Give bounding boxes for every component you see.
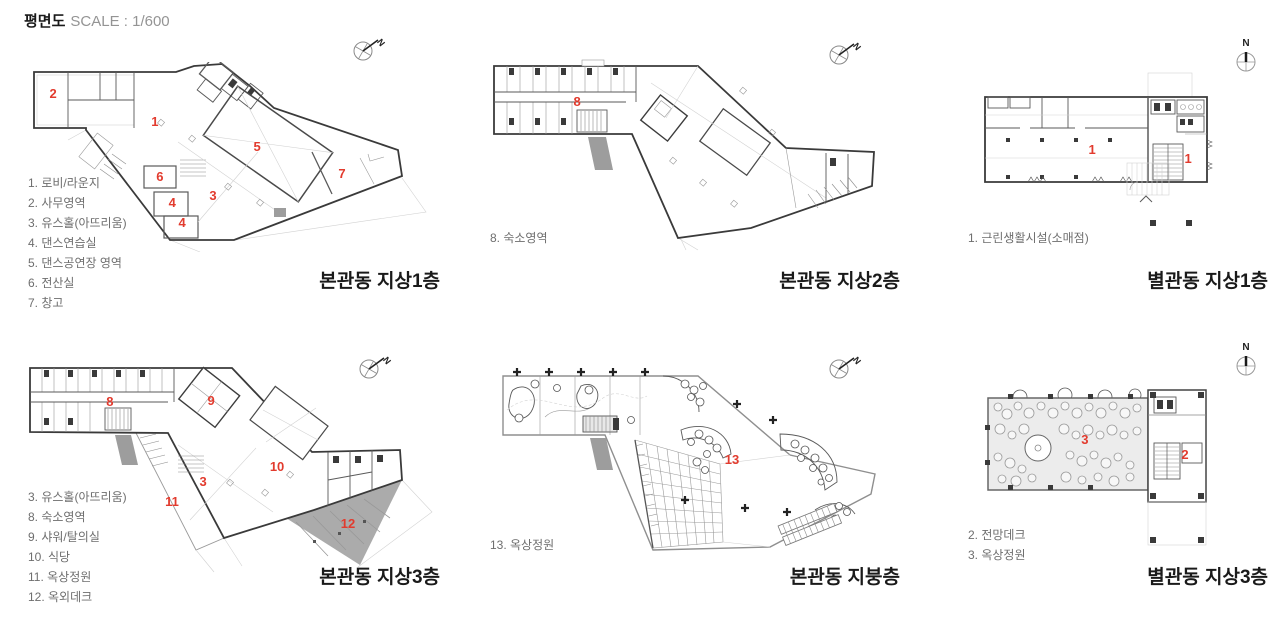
room-number-label: 1	[1184, 150, 1192, 166]
room-number-layer: 8	[486, 58, 906, 253]
plan-main-f1: N	[20, 30, 448, 310]
plan-legend: 1. 근린생활시설(소매점)	[968, 228, 1158, 248]
room-number-label: 3	[209, 187, 217, 203]
legend-item: 3. 유스홀(아뜨리움)	[28, 216, 127, 230]
north-arrow-icon: N	[1236, 342, 1256, 376]
legend-item: 11. 옥상정원	[28, 570, 92, 584]
room-number-label: 2	[49, 85, 57, 101]
room-number-label: 4	[168, 194, 176, 210]
room-number-label: 12	[340, 516, 356, 532]
north-label: N	[1242, 342, 1249, 353]
legend-item: 3. 옥상정원	[968, 548, 1026, 562]
plan-main-f3: N	[20, 338, 448, 614]
sheet-title: 평면도	[24, 13, 66, 30]
legend-item: 7. 창고	[28, 296, 64, 310]
room-number-label: 7	[338, 165, 346, 181]
plan-legend: 8. 숙소영역	[490, 228, 680, 248]
room-number-label: 11	[165, 493, 179, 509]
north-arrow-icon: N	[353, 37, 387, 61]
plan-main-roof: N	[480, 338, 908, 614]
room-number-label: 3	[1081, 432, 1089, 448]
floorplan-drawing-main-f3: 8 9 10 3 11 12	[28, 360, 448, 575]
floorplan-drawing-main-roof: 13	[485, 362, 905, 572]
room-number-layer: 13	[485, 362, 905, 572]
room-number-label: 8	[106, 393, 114, 409]
legend-item: 5. 댄스공연장 영역	[28, 256, 122, 270]
legend-item: 4. 댄스연습실	[28, 236, 97, 250]
legend-item: 8. 숙소영역	[490, 231, 548, 245]
plan-title: 본관동 지상1층	[319, 271, 440, 292]
room-number-label: 6	[156, 168, 164, 184]
legend-item: 12. 옥외데크	[28, 590, 93, 604]
legend-item: 1. 로비/라운지	[28, 176, 100, 190]
north-arrow-icon: N	[829, 41, 863, 65]
legend-item: 9. 샤워/탈의실	[28, 530, 100, 544]
legend-item: 2. 사무영역	[28, 196, 86, 210]
room-number-label: 1	[151, 114, 159, 130]
north-arrow-icon: N	[829, 355, 863, 379]
north-arrow-icon: N	[1236, 38, 1256, 72]
legend-item: 2. 전망데크	[968, 528, 1026, 542]
legend-item: 1. 근린생활시설(소매점)	[968, 231, 1089, 245]
plan-title: 본관동 지상2층	[779, 271, 900, 292]
plan-legend: 2. 전망데크 3. 옥상정원	[968, 525, 1158, 565]
plan-legend: 1. 로비/라운지 2. 사무영역 3. 유스홀(아뜨리움) 4. 댄스연습실 5. 댄…	[28, 173, 218, 313]
legend-item: 6. 전산실	[28, 276, 75, 290]
plan-main-f2: N	[480, 30, 908, 302]
room-number-label: 1	[1088, 141, 1096, 157]
north-label: N	[1242, 38, 1249, 49]
north-label: N	[851, 41, 863, 52]
legend-item: 10. 식당	[28, 550, 71, 564]
plan-annex-f3: N	[956, 338, 1276, 614]
room-number-layer: 8 9 10 3 11 12	[28, 360, 448, 575]
sheet-scale: SCALE : 1/600	[70, 13, 170, 30]
room-number-label: 3	[199, 473, 207, 489]
legend-item: 13. 옥상정원	[490, 538, 555, 552]
plan-title: 본관동 지붕층	[789, 567, 900, 588]
plan-title: 별관동 지상3층	[1147, 567, 1268, 588]
floorplan-drawing-main-f2: 8	[486, 58, 906, 253]
north-label: N	[375, 37, 387, 48]
room-number-label: 8	[573, 94, 581, 110]
room-number-label: 2	[1181, 447, 1189, 463]
room-number-label: 13	[724, 452, 740, 468]
plan-title: 본관동 지상3층	[319, 567, 440, 588]
room-number-label: 10	[269, 459, 285, 475]
north-label: N	[381, 355, 393, 366]
north-label: N	[851, 355, 863, 366]
legend-item: 8. 숙소영역	[28, 510, 86, 524]
plan-legend: 3. 유스홀(아뜨리움) 8. 숙소영역 9. 샤워/탈의실 10. 식당 11. 옥상…	[28, 487, 218, 607]
room-number-label: 5	[253, 138, 261, 154]
plan-title: 별관동 지상1층	[1147, 271, 1268, 292]
legend-item: 3. 유스홀(아뜨리움)	[28, 490, 127, 504]
room-number-label: 4	[178, 214, 186, 230]
room-number-label: 9	[207, 393, 215, 409]
plan-annex-f1: N	[956, 30, 1276, 302]
north-arrow-icon: N	[359, 355, 393, 379]
plan-legend: 13. 옥상정원	[490, 535, 680, 555]
